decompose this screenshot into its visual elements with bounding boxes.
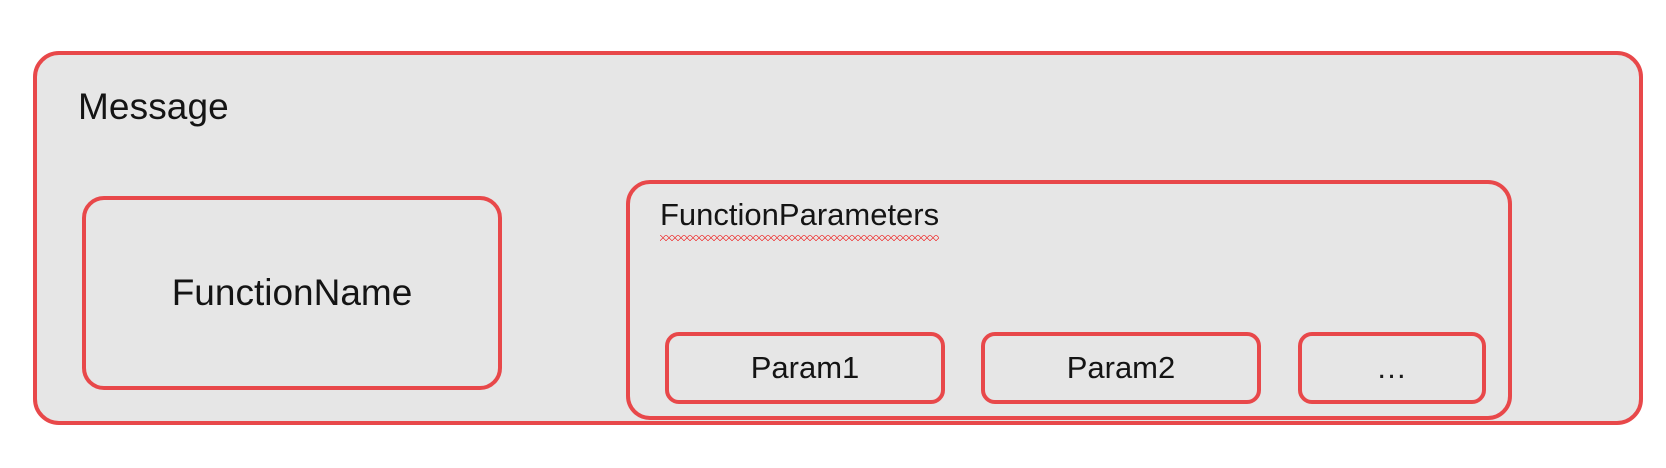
param-chip-1[interactable]: Param1 (665, 332, 945, 404)
function-parameters-title: FunctionParameters (660, 196, 940, 241)
message-container[interactable]: Message FunctionName FunctionParameters … (33, 51, 1643, 425)
param-chip-2[interactable]: Param2 (980, 332, 1261, 404)
param-chip-more[interactable]: … (1297, 332, 1486, 404)
param-chip-2-label: Param2 (1066, 350, 1176, 385)
param-chip-1-label: Param1 (750, 350, 860, 385)
message-title: Message (78, 86, 229, 127)
function-parameters-box[interactable]: FunctionParameters Param1 Param2 … (626, 180, 1512, 420)
parameter-chip-row: Param1 Param2 … (665, 332, 1486, 404)
function-parameters-label: FunctionParameters (660, 196, 940, 241)
function-name-box[interactable]: FunctionName (82, 196, 502, 390)
ellipsis-icon: … (1375, 350, 1408, 385)
function-name-label: FunctionName (171, 272, 413, 313)
